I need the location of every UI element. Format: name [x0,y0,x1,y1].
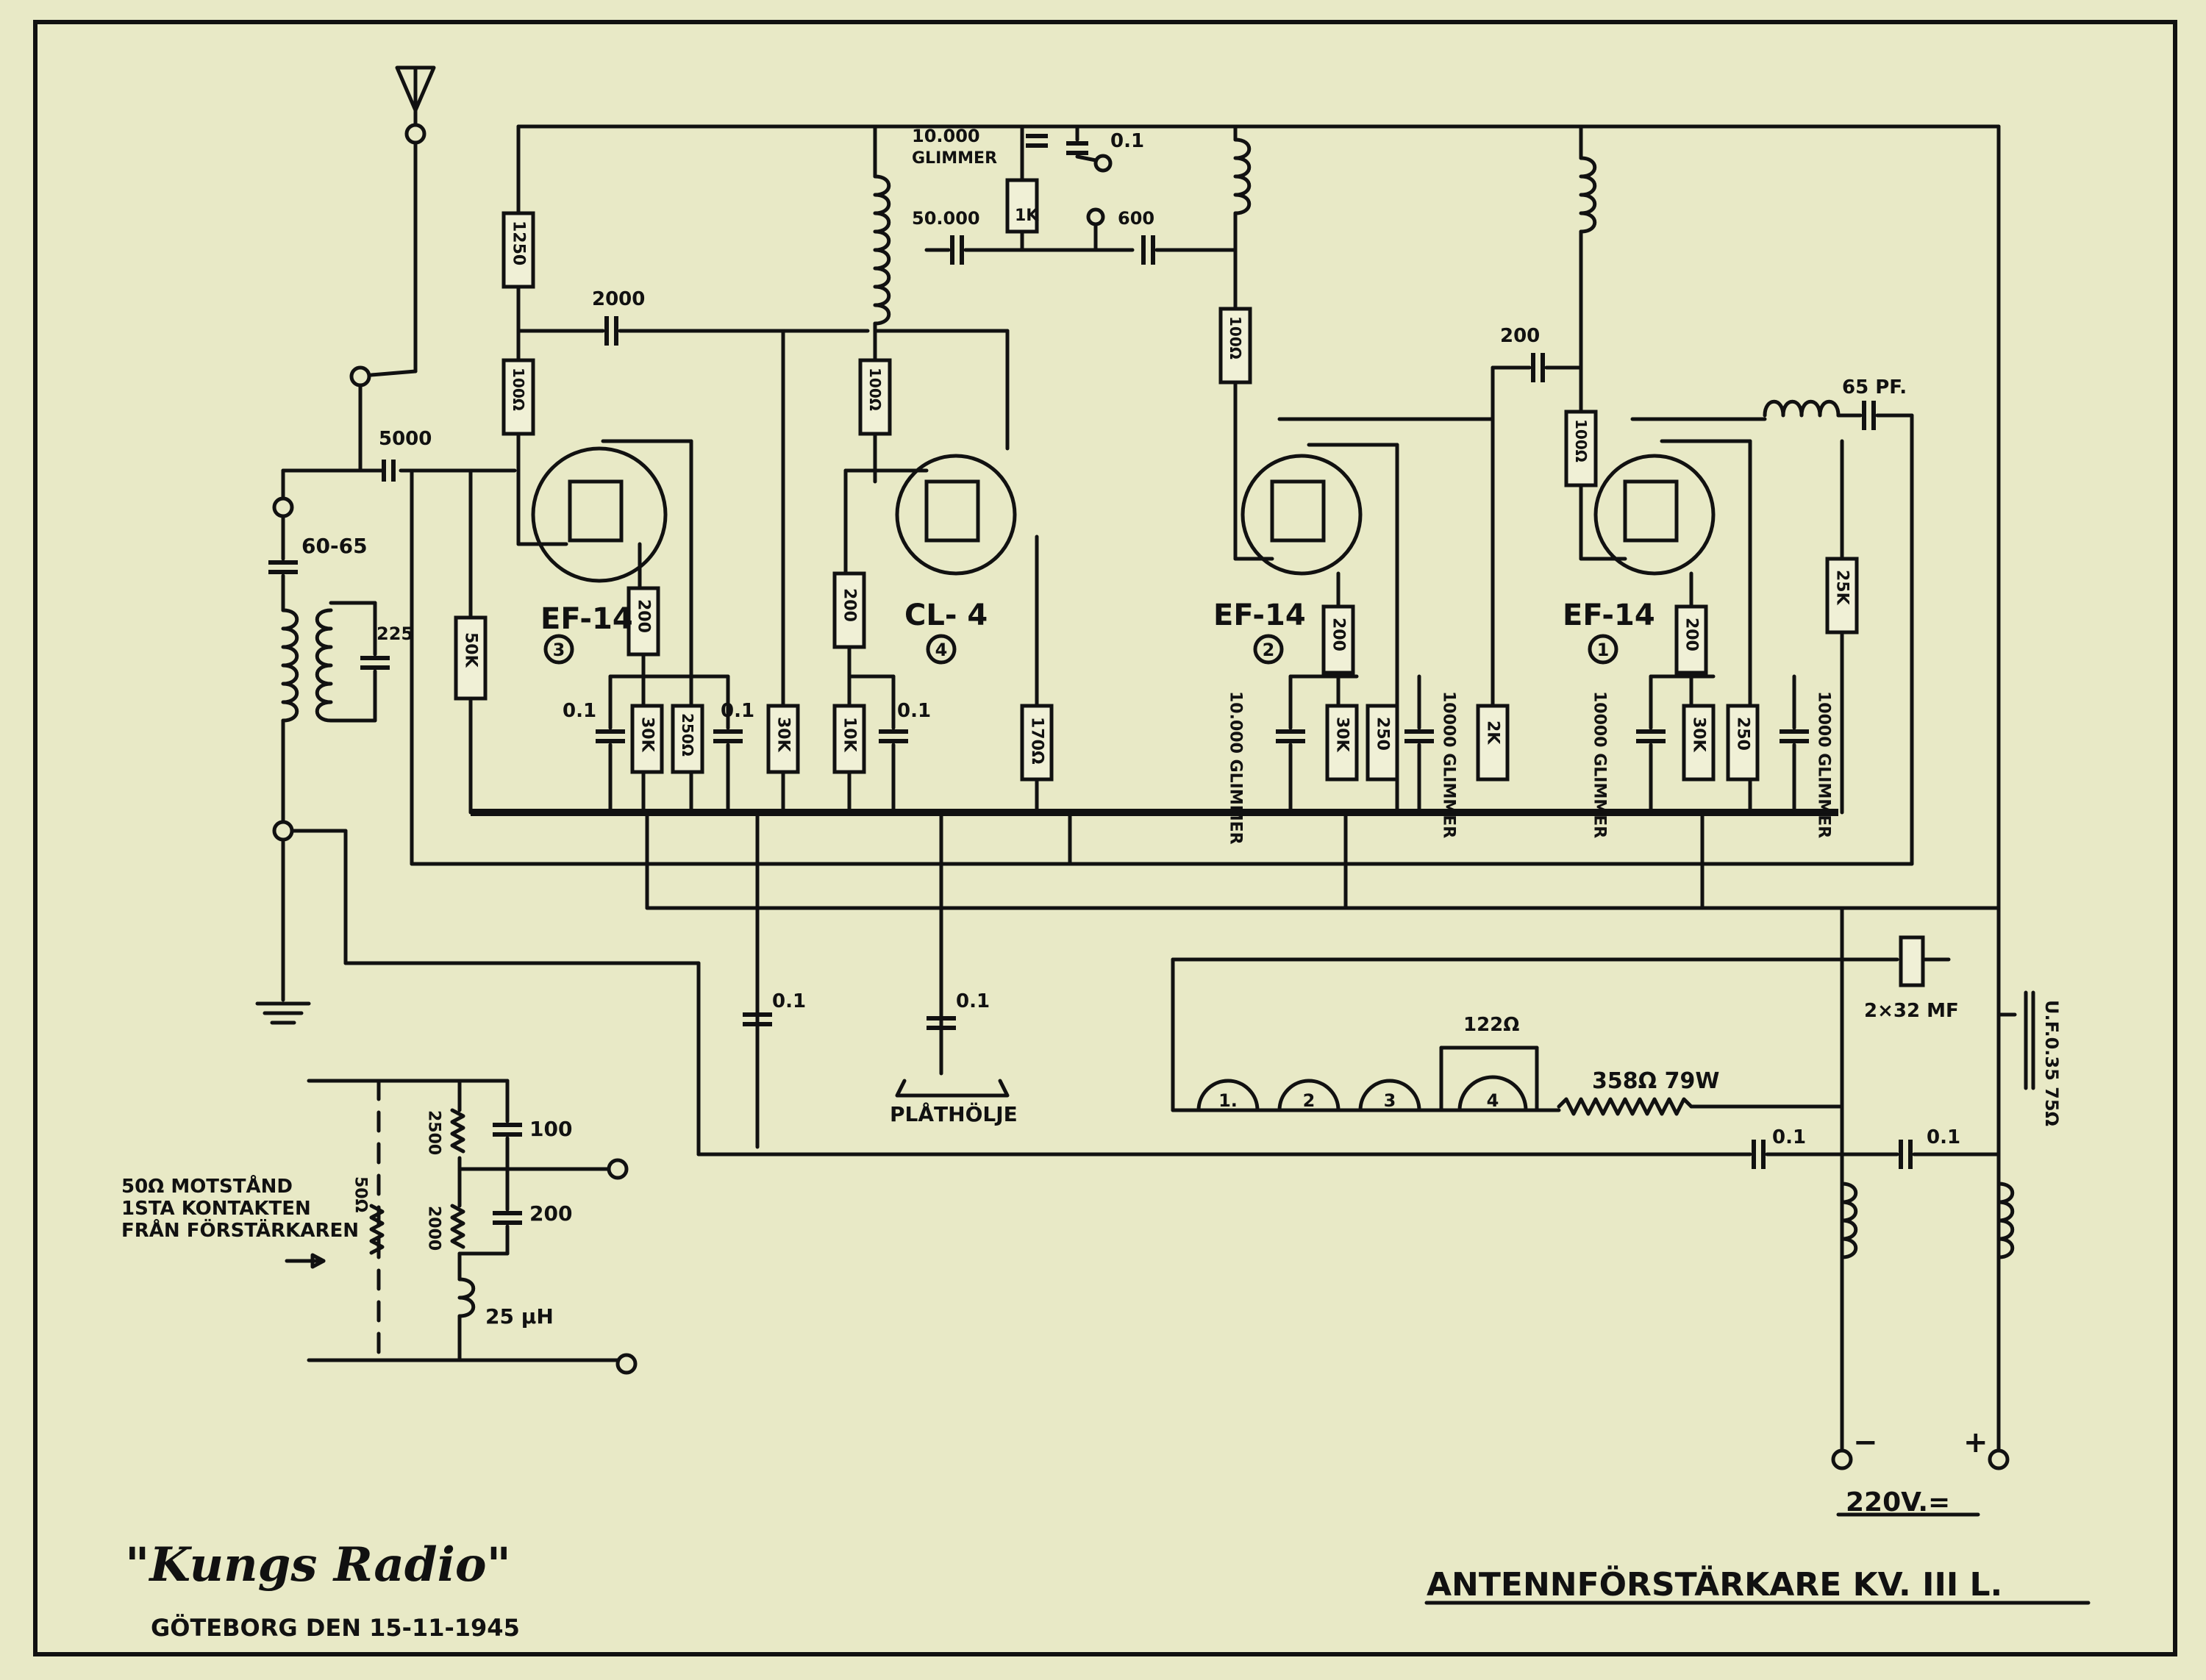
tube-1-type: EF-14 [1563,598,1655,632]
label-c-200-filter: 200 [529,1201,572,1226]
tube-2-number: 2 [1263,640,1275,660]
label-c-01-e: 0.1 [956,990,990,1012]
label-c-01-g: 0.1 [1927,1126,1960,1148]
label-r-200-a: 200 [635,599,653,633]
tube-2-type: EF-14 [1213,598,1306,632]
lamp-4-label: 4 [1487,1090,1499,1111]
tube-2-badge [1253,634,1284,665]
label-c-200-top: 200 [1500,325,1540,347]
tube-4-badge [926,634,957,665]
lamp-chain [1171,957,1844,1116]
label-r-100-b: 100Ω [866,368,884,411]
label-c-225: 225 [376,623,413,644]
tube-3-type: EF-14 [540,602,633,636]
label-c-2000: 2000 [592,288,645,310]
component-labels: 10.000 GLIMMER 0.1 1K 50.000 600 1250 20… [121,126,2091,1642]
label-r-1k: 1K [1015,207,1039,225]
label-r-50k: 50K [462,632,480,668]
brand-name: "Kungs Radio" [125,1537,511,1593]
label-c-5000: 5000 [379,428,432,450]
top-rail [516,124,2001,914]
stage-4-wiring [766,124,1238,815]
label-c-01-top: 0.1 [1110,130,1144,152]
label-r-2500: 2500 [425,1110,443,1155]
label-c-01-b: 0.1 [721,700,754,722]
filter-inset [285,1079,638,1375]
label-r-250-a: 250Ω [679,713,696,757]
label-c-50000: 50.000 [912,208,980,229]
note-line-2: 1STA KONTAKTEN [121,1198,311,1220]
label-c-10000-glimmer-v4: 10000 GLIMMER [1815,691,1833,838]
tube-3-badge [543,634,574,665]
stage-3-bypass [596,674,743,815]
label-c-01-f: 0.1 [1772,1126,1806,1148]
label-choke: U.F.0.35 75Ω [2041,1000,2062,1126]
note-line-1: 50Ω MOTSTÅND [121,1174,293,1198]
input-wiring [255,468,1738,1157]
drawing-date: GÖTEBORG DEN 15-11-1945 [151,1614,520,1642]
label-c-10000: 10.000 [912,126,980,146]
tube-3-number: 3 [553,640,565,660]
label-r-30k-c: 30K [1333,717,1352,753]
lamp-3-label: 3 [1384,1090,1396,1111]
label-r-30k-d: 30K [1690,717,1708,753]
label-l-25uh: 25 µH [485,1304,554,1329]
cap-5000 [382,460,396,482]
label-c-600: 600 [1118,208,1154,229]
label-r-200-d: 200 [1682,618,1701,651]
lamp-1-label: 1. [1218,1090,1238,1111]
label-c-60-65: 60-65 [301,534,368,558]
label-r-50: 50Ω [351,1176,370,1213]
label-r-170: 170Ω [1028,717,1046,765]
supply-wiring [1733,906,2035,1470]
label-r-200-b: 200 [840,588,859,622]
label-c-01-c: 0.1 [897,700,931,722]
label-c-2x32: 2×32 MF [1864,1000,1959,1022]
label-plus: + [1963,1426,1988,1459]
label-c-01-d: 0.1 [772,990,806,1012]
label-r-100-c: 100Ω [1227,316,1244,360]
label-c-10000-glimmer-v1: 10.000 GLIMMER [1227,691,1245,845]
label-glimmer: GLIMMER [912,149,997,168]
label-minus: − [1853,1426,1878,1459]
drawing-title: ANTENNFÖRSTÄRKARE KV. III L. [1427,1565,2002,1604]
label-r-2k: 2K [1484,721,1502,745]
label-r-250-c: 250 [1734,717,1752,751]
label-c-65pf: 65 PF. [1842,376,1907,398]
label-supply: 220V.= [1846,1487,1950,1518]
label-r-25k: 25K [1833,570,1852,606]
label-r-100-a: 100Ω [510,368,527,411]
note-line-3: FRÅN FÖRSTÄRKAREN [121,1218,359,1242]
label-r-30k-b: 30K [774,717,793,753]
label-r-1250: 1250 [510,221,528,265]
drawing-frame [33,20,2177,1656]
tube-4-number: 4 [935,640,948,660]
label-r-10k: 10K [840,717,859,753]
label-platholje: PLÅTHÖLJE [890,1101,1018,1126]
label-r-250-b: 250 [1374,717,1392,751]
label-c-100: 100 [529,1117,572,1141]
label-c-01-a: 0.1 [563,700,596,722]
antenna-symbol [349,65,436,473]
label-r-200-c: 200 [1329,618,1348,651]
label-r-2000: 2000 [425,1206,443,1251]
stage-2-wiring [1218,124,1583,815]
label-c-10000-glimmer-v3: 10000 GLIMMER [1591,691,1609,838]
label-r-100-d: 100Ω [1572,419,1590,462]
tube-4-type: CL- 4 [904,598,988,632]
label-r-122: 122Ω [1463,1014,1519,1036]
label-r-30k-a: 30K [638,717,657,753]
label-c-10000-glimmer-v2: 10000 GLIMMER [1440,691,1458,838]
stage-1-wiring [1564,124,1914,866]
label-r-358: 358Ω 79W [1592,1068,1719,1094]
lower-distribution [645,810,2001,1149]
lamp-2-label: 2 [1303,1090,1316,1111]
tube-1-number: 1 [1597,640,1610,660]
tube-1-badge [1588,634,1618,665]
